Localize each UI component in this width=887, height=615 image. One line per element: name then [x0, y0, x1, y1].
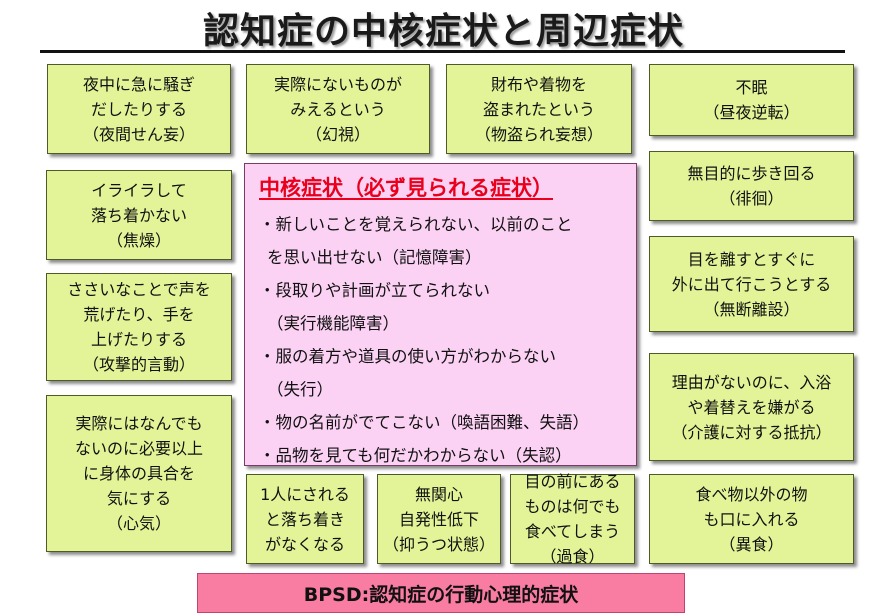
core-symptom-line: ・物の名前がでてこない（喚語困難、失語） [259, 413, 589, 432]
box-line: （過食） [540, 547, 605, 566]
box-line: 実際にないものが [273, 74, 402, 94]
box-line: 1人にされる [260, 484, 350, 504]
box-line: 盗まれたという [482, 99, 595, 119]
core-symptom-line: を思い出せない（記憶障害） [267, 248, 482, 267]
box-irritation: イライラして 落ち着かない （焦燥） [46, 170, 232, 260]
box-line: 上げたりする [90, 330, 187, 349]
box-theft-delusion: 財布や着物を 盗まれたという （物盗られ妄想） [446, 64, 632, 154]
box-line: も口に入れる [703, 509, 800, 529]
box-line: （抑うつ状態） [382, 534, 495, 554]
box-line: と落ち着き [264, 509, 345, 529]
box-line: 外に出て行こうとする [671, 274, 832, 294]
box-care-resistance: 理由がないのに、入浴 や着替えを嫌がる （介護に対する抵抗） [649, 353, 854, 461]
box-line: 気にする [106, 489, 172, 508]
box-hallucination: 実際にないものが みえるという （幻視） [246, 64, 430, 154]
core-symptom-line: ・新しいことを覚えられない、以前のこと [259, 215, 573, 234]
box-line: （異食） [719, 534, 784, 554]
core-symptom-line: ・品物を見ても何だかわからない（失認） [259, 446, 572, 465]
box-line: （昼夜逆転） [703, 103, 800, 122]
box-line: 夜中に急に騒ぎ [82, 74, 195, 94]
bpsd-footer-label: BPSD:認知症の行動心理的症状 [197, 573, 685, 613]
box-line: （攻撃的言動） [82, 355, 195, 374]
box-line: （無断離設） [703, 299, 800, 319]
box-line: 理由がないのに、入浴 [671, 372, 832, 392]
core-symptoms-panel: 中核症状（必ず見られる症状） ・新しいことを覚えられない、以前のこと を思い出せ… [244, 163, 637, 466]
box-line: 落ち着かない [90, 205, 187, 225]
box-line: 目の前にある [524, 472, 621, 491]
box-line: 無関心 [414, 484, 463, 504]
box-line: （介護に対する抵抗） [671, 422, 832, 442]
box-line: ものは何でも [524, 497, 621, 516]
box-line: （幻視） [305, 124, 370, 144]
core-symptom-line: ・服の着方や道具の使い方がわからない [259, 347, 556, 366]
box-night-delirium: 夜中に急に騒ぎ だしたりする （夜間せん妄） [47, 64, 231, 154]
box-loneliness-anxiety: 1人にされる と落ち着き がなくなる [246, 474, 364, 564]
core-symptom-line: （失行） [267, 380, 333, 399]
box-line: みえるという [290, 99, 386, 119]
box-line: 食べてしまう [524, 522, 621, 541]
box-line: （物盗られ妄想） [474, 124, 603, 144]
title-underline [40, 50, 845, 53]
box-line: （徘徊） [719, 189, 784, 208]
box-line: ささいなことで声を [67, 280, 211, 299]
box-line: （心気） [106, 514, 171, 533]
box-aggression: ささいなことで声を 荒げたり、手を 上げたりする （攻撃的言動） [46, 273, 232, 381]
box-line: （夜間せん妄） [82, 124, 195, 144]
box-line: 財布や着物を [490, 74, 587, 94]
box-line: 食べ物以外の物 [695, 484, 808, 504]
box-line: や着替えを嫌がる [687, 397, 816, 417]
box-insomnia: 不眠 （昼夜逆転） [649, 64, 854, 136]
box-wandering: 無目的に歩き回る （徘徊） [649, 151, 854, 221]
box-line: だしたりする [90, 99, 187, 119]
box-line: （焦燥） [106, 230, 171, 250]
box-line: イライラして [91, 180, 187, 200]
box-depression: 無関心 自発性低下 （抑うつ状態） [377, 474, 501, 564]
box-line: に身体の具合を [82, 464, 195, 483]
page-title: 認知症の中核症状と周辺症状 [202, 11, 684, 52]
box-line: 荒げたり、手を [83, 305, 195, 324]
core-symptom-line: （実行機能障害） [267, 314, 399, 333]
box-line: 実際にはなんでも [75, 414, 203, 433]
box-unauthorized-leave: 目を離すとすぐに 外に出て行こうとする （無断離設） [649, 236, 854, 332]
box-pica: 食べ物以外の物 も口に入れる （異食） [649, 474, 854, 564]
box-line: 自発性低下 [398, 509, 479, 529]
box-line: がなくなる [264, 534, 345, 554]
box-line: ないのに必要以上 [74, 439, 203, 458]
box-hypochondria: 実際にはなんでも ないのに必要以上 に身体の具合を 気にする （心気） [46, 395, 232, 552]
core-symptom-line: ・段取りや計画が立てられない [259, 281, 490, 300]
core-symptoms-title: 中核症状（必ず見られる症状） [259, 176, 553, 200]
box-overeating: 目の前にある ものは何でも 食べてしまう （過食） [510, 472, 635, 566]
box-line: 不眠 [735, 78, 768, 97]
box-line: 無目的に歩き回る [687, 164, 816, 183]
box-line: 目を離すとすぐに [687, 249, 816, 269]
